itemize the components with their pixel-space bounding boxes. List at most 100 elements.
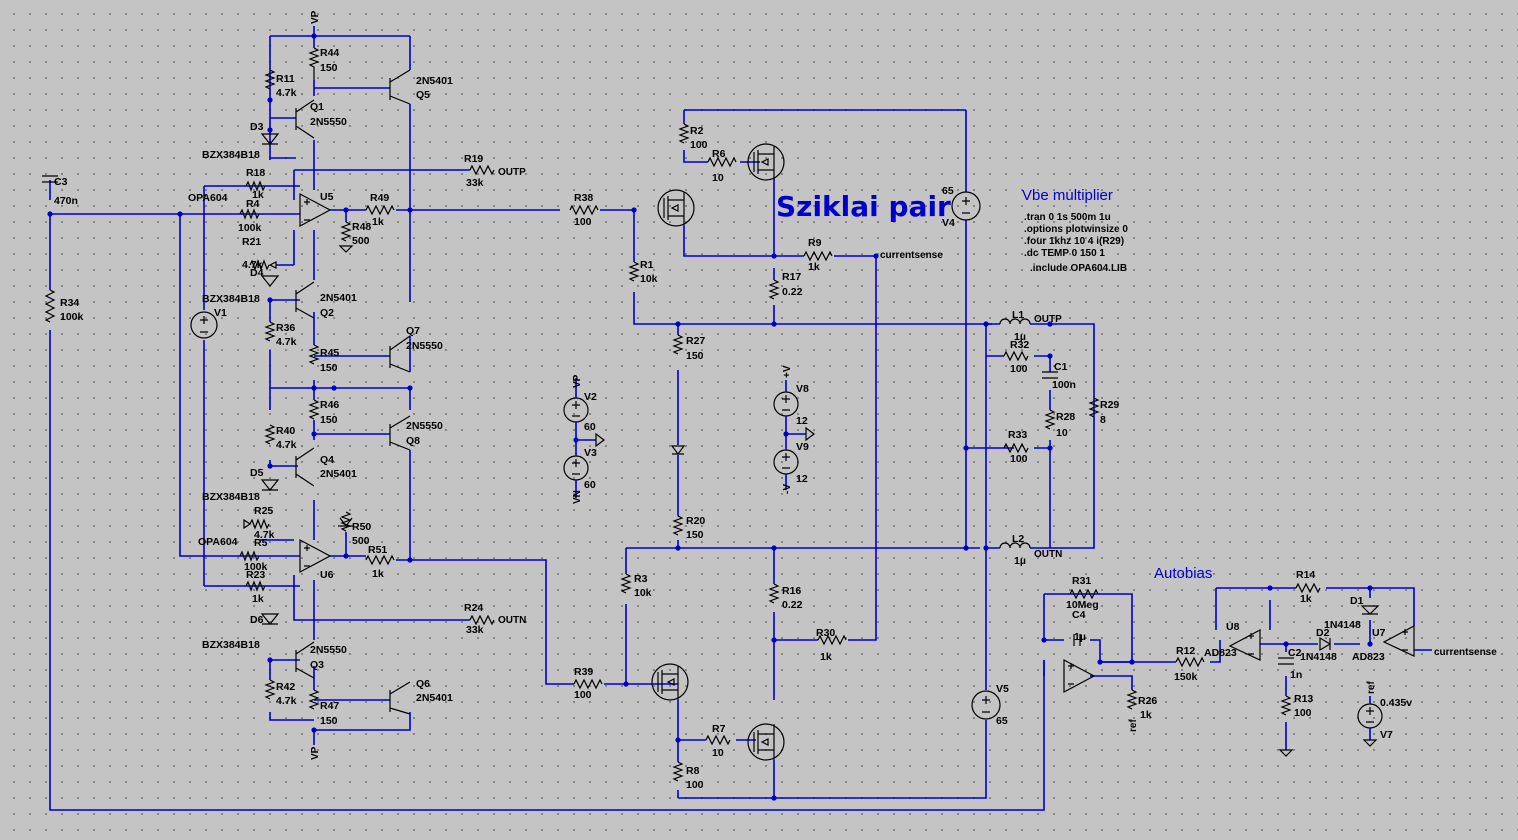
R1-name: R1 xyxy=(640,259,654,271)
R4-value: 100k xyxy=(238,222,262,234)
ground-symbols xyxy=(243,245,1378,757)
R27-value: 150 xyxy=(686,350,704,362)
Q3-name: Q3 xyxy=(310,659,324,671)
R19-name: R19 xyxy=(464,153,483,165)
C1-value: 100n xyxy=(1052,379,1076,391)
D3-value: BZX384B18 xyxy=(202,149,260,161)
V3-value: 60 xyxy=(584,479,596,491)
R18-value: 1k xyxy=(252,189,264,201)
R3-name: R3 xyxy=(634,573,648,585)
R51-name: R51 xyxy=(368,544,387,556)
R28-value: 10 xyxy=(1056,427,1068,439)
C3-value: 470n xyxy=(54,195,78,207)
R8-value: 100 xyxy=(686,779,704,791)
R12-value: 150k xyxy=(1174,671,1198,683)
D5-value: BZX384B18 xyxy=(202,491,260,503)
R3-value: 10k xyxy=(634,587,652,599)
R5-value: 100k xyxy=(244,561,268,573)
sziklai-pair-title: Sziklai pair xyxy=(776,190,951,223)
V8-value: 12 xyxy=(796,415,808,427)
R8-name: R8 xyxy=(686,765,700,777)
U7-model: AD823 xyxy=(1352,651,1385,663)
R12-name: R12 xyxy=(1176,645,1195,657)
V8-name: V8 xyxy=(796,383,809,395)
R38-value: 100 xyxy=(574,216,592,228)
R34-name: R34 xyxy=(60,297,79,309)
R19-value: 33k xyxy=(466,177,484,189)
R13-value: 100 xyxy=(1294,707,1312,719)
inductors xyxy=(999,318,1031,549)
U7-name: U7 xyxy=(1372,627,1386,639)
D2-value: 1N4148 xyxy=(1300,651,1337,663)
R13-name: R13 xyxy=(1294,693,1313,705)
L1-name: L1 xyxy=(1012,309,1024,321)
R25-name: R25 xyxy=(254,505,273,517)
V1-name: V1 xyxy=(214,307,227,319)
R48-value: 500 xyxy=(352,235,370,247)
spice-directive: .dc TEMP 0 150 1 xyxy=(1024,248,1105,259)
R33-value: 100 xyxy=(1010,453,1028,465)
R46-name: R46 xyxy=(320,399,339,411)
R6-name: R6 xyxy=(712,148,726,160)
R4-name: R4 xyxy=(246,198,260,210)
spice-directive: .tran 0 1s 500m 1u xyxy=(1024,212,1111,223)
R39-value: 100 xyxy=(574,689,592,701)
net-vp-bottom: VP xyxy=(310,746,321,760)
vbe-multiplier-title: Vbe multiplier xyxy=(1022,187,1113,204)
R51-value: 1k xyxy=(372,568,384,580)
V5-name: V5 xyxy=(996,683,1009,695)
D2-name: D2 xyxy=(1316,627,1330,639)
R18-name: R18 xyxy=(246,167,265,179)
R45-name: R45 xyxy=(320,347,339,359)
junction-dots xyxy=(47,33,1373,801)
R42-name: R42 xyxy=(276,681,295,693)
C3-name: C3 xyxy=(54,176,68,188)
V7-value: 0.435v xyxy=(1380,697,1412,709)
D6-value: BZX384B18 xyxy=(202,639,260,651)
R24-value: 33k xyxy=(466,624,484,636)
D3-name: D3 xyxy=(250,121,264,133)
transistors xyxy=(295,69,411,715)
Q5-name: Q5 xyxy=(416,89,430,101)
net-outn-l2: OUTN xyxy=(1034,549,1062,560)
V9-value: 12 xyxy=(796,473,808,485)
R36-value: 4.7k xyxy=(276,336,297,348)
R14-name: R14 xyxy=(1296,569,1315,581)
R34-value: 100k xyxy=(60,311,84,323)
D4-name: D4 xyxy=(250,267,264,279)
R23-value: 1k xyxy=(252,593,264,605)
wires xyxy=(49,26,1432,811)
Q8-value: 2N5550 xyxy=(406,420,443,432)
C2-name: C2 xyxy=(1288,647,1302,659)
R26-name: R26 xyxy=(1138,695,1157,707)
R25-value: 4.7k xyxy=(254,529,275,541)
R50-value: 500 xyxy=(352,535,370,547)
R30-value: 1k xyxy=(820,651,832,663)
U6-name: U6 xyxy=(320,569,334,581)
R50-name: R50 xyxy=(352,521,371,533)
Q7-value: 2N5550 xyxy=(406,340,443,352)
C4-value: 1µ xyxy=(1074,631,1086,643)
spice-directive: .include OPA604.LIB xyxy=(1030,263,1127,274)
D1-value: 1N4148 xyxy=(1324,619,1361,631)
net-outn-r24: OUTN xyxy=(498,615,526,626)
R44-name: R44 xyxy=(320,47,339,59)
net-plus-v-v8: +V xyxy=(782,365,793,378)
V5-value: 65 xyxy=(996,715,1008,727)
R9-name: R9 xyxy=(808,237,822,249)
net-vp-top: VP xyxy=(310,10,321,24)
V4-value: 65 xyxy=(942,185,954,197)
R27-name: R27 xyxy=(686,335,705,347)
R32-name: R32 xyxy=(1010,339,1029,351)
mosfets xyxy=(651,143,785,761)
Q7-name: Q7 xyxy=(406,325,420,337)
Q5-value: 2N5401 xyxy=(416,75,453,87)
R17-value: 0.22 xyxy=(782,286,803,298)
U8-name: U8 xyxy=(1226,621,1240,633)
R21-name: R21 xyxy=(242,236,261,248)
spice-directives: .tran 0 1s 500m 1u .options plotwinsize … xyxy=(1024,212,1128,274)
R49-name: R49 xyxy=(370,192,389,204)
R30-name: R30 xyxy=(816,627,835,639)
capacitors xyxy=(42,175,1294,665)
L2-value: 1µ xyxy=(1014,555,1026,567)
